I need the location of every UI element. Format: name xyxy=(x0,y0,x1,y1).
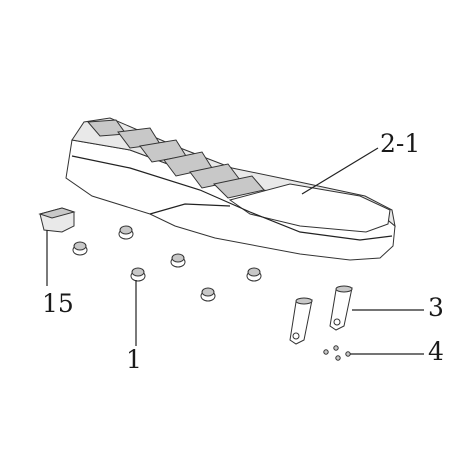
bracket-right xyxy=(329,285,353,331)
bushing xyxy=(200,287,216,302)
bushing xyxy=(118,225,134,240)
bracket-left xyxy=(289,297,313,345)
callout-2-1: 2-1 xyxy=(380,129,420,158)
callout-3: 3 xyxy=(428,293,444,322)
callout-15: 15 xyxy=(42,289,74,318)
seat-assembly xyxy=(65,117,396,261)
seat-cover-clip xyxy=(38,207,76,233)
screws xyxy=(323,345,351,361)
bushing xyxy=(246,267,262,282)
seat-top-surface xyxy=(228,183,391,233)
leader-lines xyxy=(46,147,424,355)
leader-2-1 xyxy=(301,147,379,195)
brackets xyxy=(289,285,353,345)
seat-edge-line xyxy=(149,203,231,215)
callout-4: 4 xyxy=(428,337,444,366)
callout-1: 1 xyxy=(126,345,142,374)
bushing xyxy=(130,267,146,282)
seat-ribs xyxy=(86,119,265,199)
bushings xyxy=(72,225,262,302)
bushing xyxy=(170,253,186,268)
seat-seam xyxy=(71,155,393,241)
bushing xyxy=(72,241,88,256)
